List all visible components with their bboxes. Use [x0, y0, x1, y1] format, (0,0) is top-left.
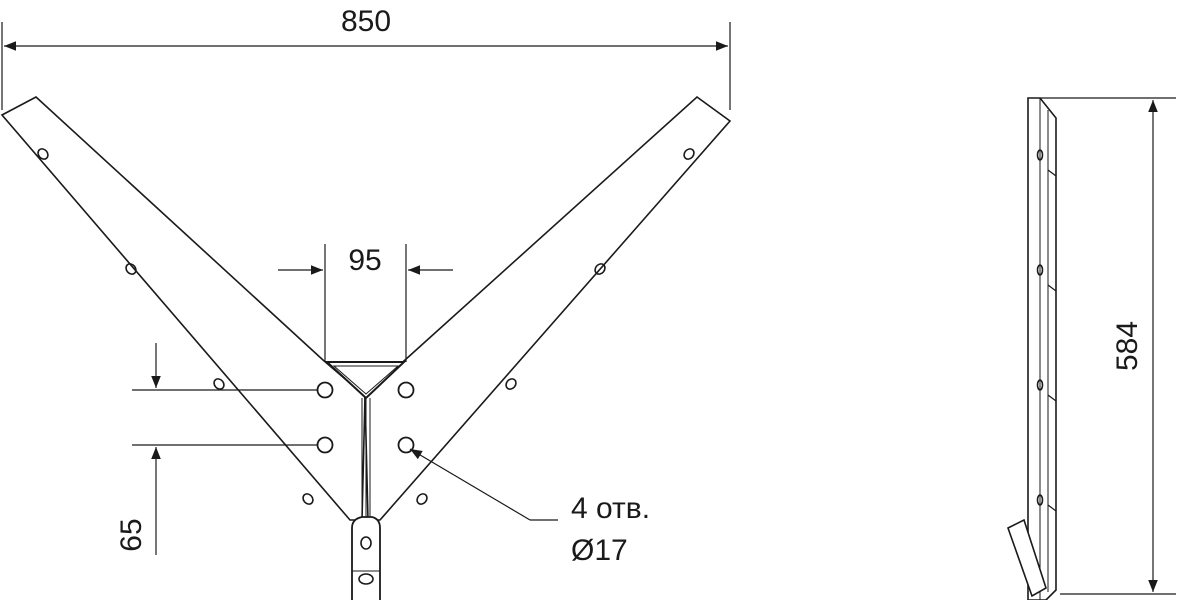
hole-diameter-label: Ø17: [571, 534, 628, 567]
hole-note-leader: [409, 448, 558, 521]
left-arm-outline: [0, 96, 366, 521]
hole-spacing-label: 95: [348, 244, 381, 277]
right-arm-outline: [364, 95, 732, 521]
dimension-hole-spacing: [278, 244, 453, 362]
side-height-label: 584: [1111, 321, 1144, 371]
bottom-clamp: [351, 516, 381, 600]
arm-slot-holes: [37, 148, 695, 505]
dimension-hole-pitch: [132, 343, 317, 555]
mounting-holes: [316, 381, 415, 454]
dimension-side-height: [1040, 97, 1176, 595]
front-view: [0, 95, 732, 600]
hole-pitch-label: 65: [115, 518, 148, 551]
center-plate: [324, 361, 407, 400]
side-view: [1007, 97, 1057, 600]
hole-count-label: 4 отв.: [571, 492, 650, 525]
side-clamp: [1007, 518, 1047, 598]
dimension-overall-width: [1, 22, 731, 110]
overall-width-label: 850: [341, 5, 391, 38]
